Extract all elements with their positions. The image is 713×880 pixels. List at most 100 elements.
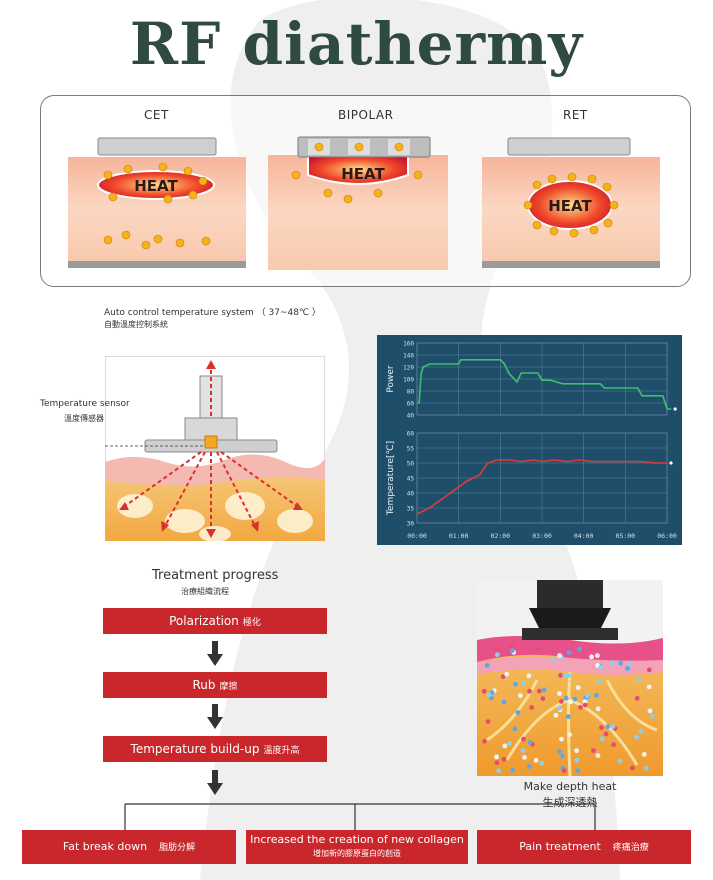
outcome-label: Increased the creation of new collagen [250, 833, 464, 846]
particle [520, 748, 526, 753]
power-y-tick-label: 100 [403, 377, 414, 384]
particle [515, 710, 521, 715]
particle [513, 681, 518, 687]
particle [509, 648, 515, 654]
particle [518, 693, 523, 698]
mode-label-bipolar: BIPOLAR [338, 108, 394, 122]
particle [636, 676, 642, 682]
particle [521, 736, 526, 742]
particle [638, 729, 644, 734]
particle [617, 758, 623, 764]
svg-text:HEAT: HEAT [341, 165, 385, 183]
particle [559, 699, 564, 704]
mode-label-cet: CET [144, 108, 169, 122]
sensor-label-cn: 溫度傳感器 [64, 414, 104, 423]
temperature-axis-label: Temperature[℃] [386, 441, 396, 516]
depth-heat-illustration [477, 580, 663, 776]
temperature-y-tick-label: 30 [407, 521, 415, 528]
temperature-sensor-diagram [105, 356, 325, 541]
particle [577, 646, 582, 652]
bipolar-diagram: HEAT [268, 136, 448, 270]
step-label: Rub [192, 678, 216, 692]
outcome-label: Fat break down [62, 840, 148, 853]
particle [641, 752, 647, 757]
particle [595, 753, 601, 758]
particle [584, 693, 590, 699]
particle [494, 760, 500, 766]
temperature-end-marker [669, 461, 673, 465]
outcome-fat-break-down: Fat break down 脂肪分解 [22, 830, 236, 864]
particle [609, 660, 615, 665]
mode-label-ret: RET [563, 108, 588, 122]
particle [510, 767, 515, 773]
particle [627, 661, 633, 667]
chart-background [377, 335, 682, 545]
particle [647, 708, 653, 714]
particle [646, 684, 652, 690]
particle [500, 674, 506, 680]
particle [507, 741, 513, 746]
auto-control-label: Auto control temperature system （ 37~48℃… [104, 308, 321, 318]
power-y-tick-label: 120 [403, 365, 414, 372]
particle [568, 699, 573, 705]
svg-text:HEAT: HEAT [134, 177, 178, 195]
particle [611, 742, 616, 747]
particle [605, 724, 611, 729]
particle [512, 726, 518, 732]
power-series-line [417, 358, 672, 410]
power-axis-label: Power [386, 365, 396, 393]
depth-heat-label-cn: 生成深透熱 [542, 796, 598, 809]
particle [529, 705, 534, 710]
particle [565, 714, 571, 720]
particle [494, 754, 499, 760]
particle [526, 673, 532, 679]
ret-diagram: HEAT [482, 137, 660, 268]
cet-diagram: HEAT [68, 137, 246, 268]
particle [597, 679, 603, 684]
outcome-label-cn: 脂肪分解 [159, 843, 196, 853]
particle [557, 749, 562, 754]
particle [589, 654, 594, 660]
outcome-label: Pain treatment [519, 840, 601, 853]
particle [482, 738, 487, 744]
temperature-series-line [416, 459, 667, 515]
particle [496, 768, 501, 774]
temperature-y-tick-label: 40 [407, 491, 415, 498]
particle [618, 660, 623, 666]
particle [541, 687, 547, 693]
particle [634, 734, 639, 740]
svg-text:HEAT: HEAT [548, 197, 592, 215]
temperature-y-tick-label: 45 [407, 476, 415, 483]
particle [501, 699, 507, 705]
x-tick-label: 00:00 [407, 532, 427, 540]
depth-heat-label: Make depth heat [523, 780, 617, 793]
particle [509, 643, 514, 649]
auto-control-label-cn: 自動溫度控制系統 [104, 320, 168, 329]
step-label-cn: 摩擦 [219, 682, 238, 692]
particle [520, 680, 526, 686]
particle [485, 719, 491, 724]
particle [539, 760, 545, 766]
power-y-tick-label: 80 [407, 389, 415, 396]
particle [595, 653, 600, 658]
particle [567, 732, 572, 737]
particle [625, 666, 630, 671]
sensor-label: Temperature sensor [40, 399, 130, 409]
particle [591, 748, 596, 753]
particle [610, 724, 616, 730]
outcome-new-collagen: Increased the creation of new collagen 增… [246, 830, 468, 864]
particle [634, 696, 640, 701]
particle [495, 652, 500, 657]
particle [557, 653, 562, 658]
power-y-tick-label: 160 [403, 341, 414, 348]
temperature-y-tick-label: 50 [407, 461, 415, 468]
particle [578, 705, 583, 710]
power-y-tick-label: 140 [403, 353, 414, 360]
particle [522, 755, 527, 760]
particle [504, 671, 510, 677]
particle [486, 692, 492, 698]
arrow-down-icon [207, 770, 223, 795]
arrow-down-icon [207, 641, 223, 666]
branch-connector [124, 803, 596, 832]
